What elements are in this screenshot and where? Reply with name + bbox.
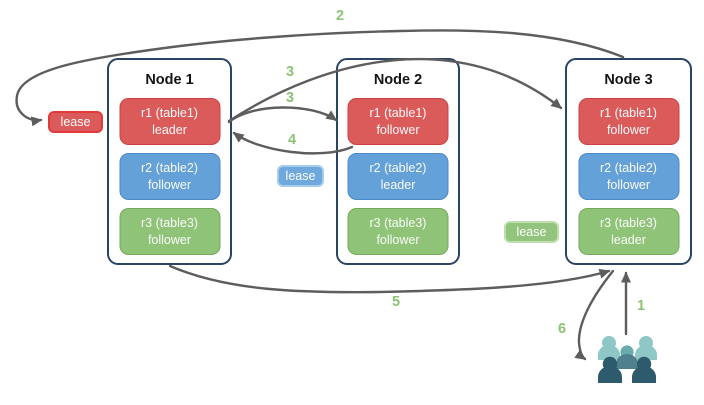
- replica-role: leader: [380, 177, 416, 192]
- replica-role: follower: [376, 232, 420, 247]
- lease-badge-r3: lease: [504, 221, 559, 243]
- node-1-title: Node 1: [145, 72, 194, 88]
- users-group-icon: [598, 336, 657, 383]
- node-1-replica-r2: r2 (table2) follower: [119, 153, 220, 200]
- node-3-title: Node 3: [604, 72, 653, 88]
- replica-name: r1 (table1): [141, 105, 198, 120]
- replica-role: follower: [606, 122, 651, 137]
- replica-name: r3 (table3): [141, 215, 198, 230]
- step-label-2: 2: [335, 8, 345, 24]
- arrow-step-6: [574, 269, 615, 361]
- replica-name: r1 (table1): [600, 105, 657, 120]
- node-1-card: Node 1 r1 (table1) leader r2 (table2) fo…: [107, 58, 232, 265]
- node-2-title: Node 2: [373, 72, 423, 88]
- step-label-3a: 3: [285, 64, 295, 80]
- node-3-replica-r3: r3 (table3) leader: [578, 208, 679, 255]
- node-3-replica-r1: r1 (table1) follower: [578, 98, 679, 145]
- step-label-1: 1: [636, 298, 646, 314]
- replica-role: follower: [606, 177, 651, 192]
- replica-name: r2 (table2): [369, 160, 427, 175]
- arrow-step-3-to-node2: [227, 106, 338, 124]
- replica-name: r2 (table2): [141, 160, 198, 175]
- node-3-replica-r2: r2 (table2) follower: [578, 153, 679, 200]
- step-label-5: 5: [391, 294, 401, 310]
- node-1-replica-r1: r1 (table1) leader: [119, 98, 220, 145]
- replica-role: leader: [611, 232, 646, 247]
- replica-name: r2 (table2): [600, 160, 657, 175]
- arrow-step-5: [168, 264, 611, 294]
- step-label-4: 4: [287, 132, 297, 148]
- replica-role: follower: [147, 177, 192, 192]
- lease-badge-r2: lease: [277, 165, 324, 187]
- node-2-replica-r1: r1 (table1) follower: [347, 98, 449, 145]
- replica-role: leader: [152, 122, 187, 137]
- replica-name: r3 (table3): [600, 215, 657, 230]
- replica-role: follower: [376, 122, 420, 137]
- node-1-replica-r3: r3 (table3) follower: [119, 208, 220, 255]
- step-label-3b: 3: [285, 90, 295, 106]
- replica-name: r3 (table3): [369, 215, 427, 230]
- replica-role: follower: [147, 232, 192, 247]
- node-2-card: Node 2 r1 (table1) follower r2 (table2) …: [336, 58, 460, 265]
- node-2-replica-r2: r2 (table2) leader: [347, 153, 449, 200]
- lease-badge-r1: lease: [48, 111, 103, 133]
- replica-name: r1 (table1): [369, 105, 427, 120]
- node-3-card: Node 3 r1 (table1) follower r2 (table2) …: [565, 58, 692, 265]
- step-label-6: 6: [557, 321, 567, 337]
- node-2-replica-r3: r3 (table3) follower: [347, 208, 449, 255]
